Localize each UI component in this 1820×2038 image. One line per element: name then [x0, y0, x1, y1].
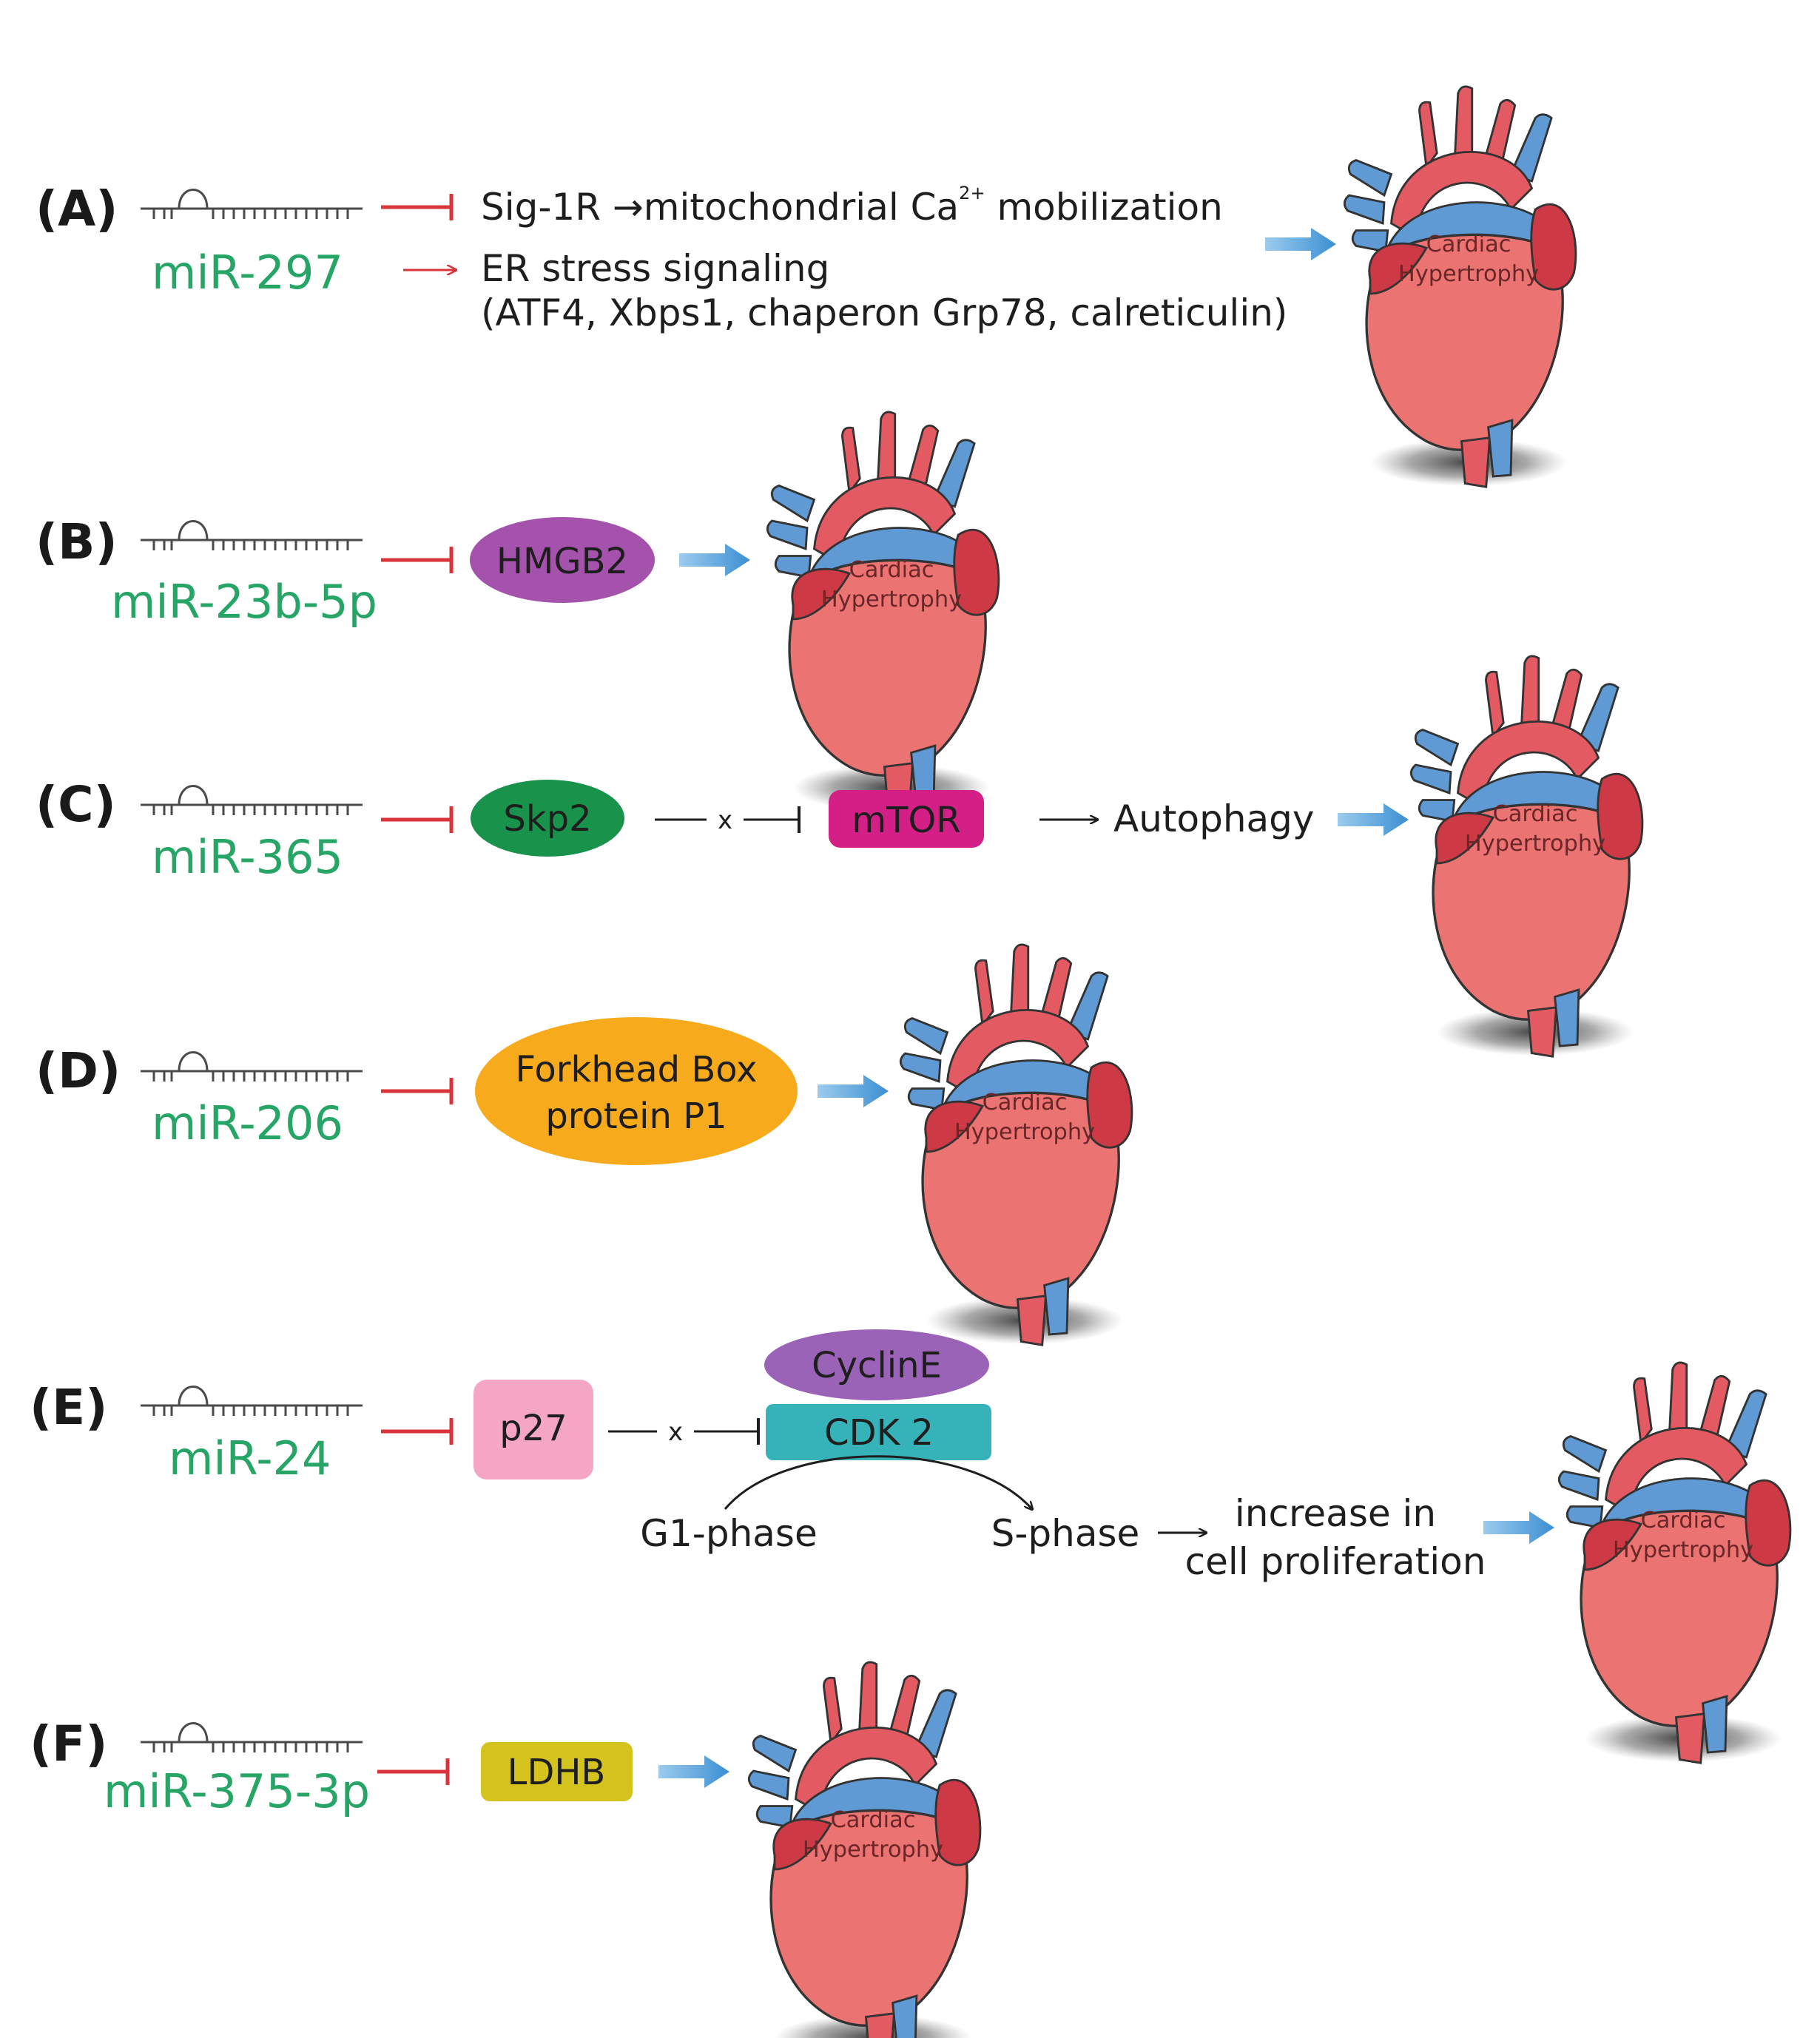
panel-a: (A) miR-297 Sig-1R →mitochondrial Ca2+ m… [36, 85, 1577, 488]
heart-label-line-2: Hypertrophy [1613, 1537, 1753, 1563]
skp2-label: Skp2 [503, 798, 591, 840]
heart-label-line-1: Cardiac [1426, 232, 1511, 257]
heart-label-line-1: Cardiac [849, 557, 934, 583]
heart-label-line-2: Hypertrophy [1465, 831, 1605, 857]
autophagy-label: Autophagy [1113, 797, 1314, 840]
blocked-mark: x [668, 1417, 683, 1447]
mirna-label-f: miR-375-3p [104, 1764, 370, 1818]
blue-arrow-icon [818, 1075, 889, 1107]
blue-arrow-icon [658, 1755, 729, 1788]
outcome-line-2: cell proliferation [1185, 1540, 1486, 1583]
panel-label-d: (D) [36, 1042, 121, 1099]
p27-node [473, 1380, 593, 1479]
heart-label-line-1: Cardiac [831, 1807, 916, 1833]
foxp1-label-line-1: Forkhead Box [515, 1049, 757, 1090]
panel-f: (F) miR-375-3p LDHB Cardiac Hypertrophy [30, 1661, 982, 2038]
heart-icon: Cardiac Hypertrophy [1409, 655, 1644, 1058]
cycline-label: CyclinE [812, 1345, 942, 1386]
heart-label-line-1: Cardiac [983, 1090, 1068, 1116]
heart-icon: Cardiac Hypertrophy [766, 411, 1000, 814]
panel-label-a: (A) [36, 180, 118, 237]
panel-b: (B) miR-23b-5p HMGB2 Cardiac Hypertrophy [36, 411, 1000, 814]
hmgb2-node [470, 517, 655, 603]
mirna-label-c: miR-365 [152, 830, 343, 884]
phase-transition-arrow [724, 1455, 1032, 1509]
blocked-mark: x [718, 806, 732, 835]
blue-arrow-icon [1483, 1511, 1554, 1544]
mirna-label-a: miR-297 [152, 246, 343, 300]
panel-label-e: (E) [30, 1379, 107, 1436]
heart-icon: Cardiac Hypertrophy [1557, 1361, 1792, 1764]
ldhb-node [481, 1742, 633, 1801]
heart-label-line-2: Hypertrophy [803, 1837, 943, 1863]
mirna-hairpin-icon [139, 1722, 364, 1754]
g1-phase-label: G1-phase [640, 1512, 817, 1555]
outcome-line-1: increase in [1235, 1492, 1436, 1535]
cdk2-node [766, 1404, 991, 1460]
s-phase-label: S-phase [991, 1512, 1140, 1555]
mirna-hairpin-icon [139, 1386, 364, 1417]
x-mask [707, 808, 744, 831]
pathway-line-2: ER stress signaling [481, 247, 829, 290]
mirna-hairpin-icon [139, 520, 364, 552]
heart-label-line-2: Hypertrophy [821, 587, 962, 613]
heart-label-line-1: Cardiac [1493, 801, 1578, 827]
heart-label-line-2: Hypertrophy [1398, 261, 1539, 287]
hmgb2-label: HMGB2 [496, 541, 628, 582]
mirna-hairpin-icon [139, 189, 364, 220]
heart-label-line-2: Hypertrophy [954, 1119, 1095, 1145]
ldhb-label: LDHB [508, 1752, 606, 1793]
foxp1-label-line-2: protein P1 [545, 1096, 727, 1137]
heart-icon: Cardiac Hypertrophy [899, 943, 1133, 1346]
panel-label-f: (F) [30, 1715, 107, 1772]
heart-label-line-1: Cardiac [1641, 1508, 1726, 1533]
panel-label-c: (C) [36, 776, 116, 833]
mtor-label: mTOR [852, 800, 960, 841]
panel-d: (D) miR-206 Forkhead Box protein P1 Card… [36, 943, 1133, 1346]
p27-label: p27 [499, 1408, 567, 1449]
panel-label-b: (B) [36, 513, 118, 570]
skp2-node [471, 780, 624, 857]
blue-arrow-icon [1265, 228, 1336, 260]
foxp1-node [475, 1017, 798, 1165]
panel-e: (E) miR-24 p27 x CyclinE CDK 2 G1-phase … [30, 1329, 1792, 1764]
mirna-hairpin-icon [139, 1051, 364, 1083]
cdk2-label: CDK 2 [824, 1412, 934, 1454]
blue-arrow-icon [679, 544, 750, 576]
mirna-label-e: miR-24 [169, 1431, 331, 1485]
heart-icon: Cardiac Hypertrophy [1343, 85, 1577, 488]
mirna-hairpin-icon [139, 785, 364, 817]
cycline-node [764, 1329, 989, 1400]
pathway-line-1: Sig-1R →mitochondrial Ca2+ mobilization [481, 183, 1223, 229]
panel-c: (C) miR-365 Skp2 x mTOR Autophagy Cardia… [36, 655, 1644, 1058]
blue-arrow-icon [1338, 803, 1409, 836]
x-mask [657, 1420, 694, 1443]
mirna-label-d: miR-206 [152, 1096, 343, 1150]
mtor-node [829, 790, 984, 848]
heart-icon: Cardiac Hypertrophy [747, 1661, 982, 2038]
pathway-line-3: (ATF4, Xbps1, chaperon Grp78, calreticul… [481, 291, 1287, 334]
mirna-label-b: miR-23b-5p [111, 575, 377, 629]
